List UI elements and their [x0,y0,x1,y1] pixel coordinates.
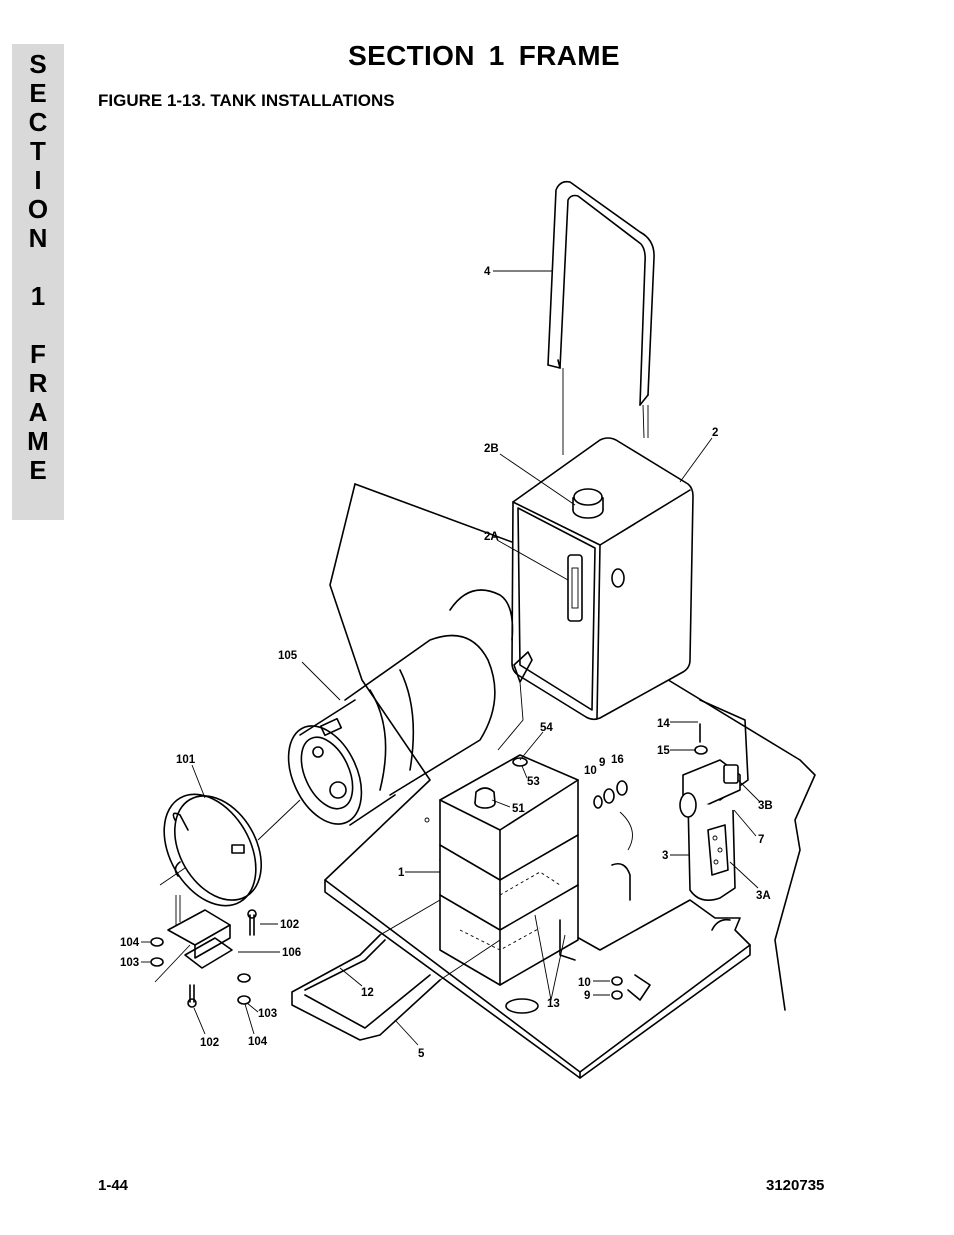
callout-3: 3 [662,850,668,862]
callout-2b: 2B [484,443,499,455]
tank-strap [547,180,655,455]
callout-12: 12 [361,987,374,999]
callout-54: 54 [540,722,553,734]
callout-53: 53 [527,776,540,788]
callout-9-lower: 9 [584,990,590,1002]
callout-106: 106 [282,947,301,959]
side-tab-letter: C [28,107,48,137]
callout-16: 16 [611,754,624,766]
clamp-band [159,793,301,907]
side-tab-letter: A [28,397,48,427]
callout-104-lower: 104 [248,1036,268,1048]
leader-lines [141,270,761,1046]
section-side-tab: S E C T I O N 1 F R A M E [12,44,64,520]
callout-5: 5 [418,1048,425,1060]
filter-assembly [679,699,749,901]
reservoir-tank [439,754,579,986]
document-number: 3120735 [766,1177,825,1194]
callout-7: 7 [758,834,764,846]
callout-2a: 2A [484,531,499,543]
side-tab-letter: O [27,194,49,224]
hydraulic-tank [497,437,694,751]
figure-caption: FIGURE 1-13. TANK INSTALLATIONS [98,91,395,110]
side-tab-letter: N [28,223,48,253]
frame-base-plate [324,483,816,1079]
side-tab-letter: R [28,368,48,398]
side-tab-letter: E [29,455,47,485]
page-number: 1-44 [98,1177,129,1194]
callout-102-upper: 102 [280,919,299,931]
side-tab-letter: S [29,49,47,79]
callout-51: 51 [512,803,525,815]
hardware-fasteners [150,909,257,1008]
callout-2: 2 [712,427,718,439]
callout-10-lower: 10 [578,977,591,989]
callout-103-lower: 103 [258,1008,277,1020]
page-title: SECTION 1 FRAME [348,40,620,71]
side-tab-letter: T [30,136,46,166]
callout-13: 13 [547,998,560,1010]
callout-1: 1 [398,867,405,879]
motor-pump [287,589,514,826]
callout-103-left: 103 [120,957,139,969]
lower-straps [291,899,651,1041]
side-tab-letter: E [29,78,47,108]
mount-bracket [154,895,280,983]
callout-3b: 3B [758,800,773,812]
side-tab-letter: 1 [30,281,46,311]
side-tab-letter: M [27,426,49,456]
callout-3a: 3A [756,890,771,902]
callout-15: 15 [657,745,670,757]
callout-105: 105 [278,650,298,662]
side-tab-letter: F [30,339,46,369]
washers [593,780,633,1000]
callout-4: 4 [484,266,491,278]
callout-104-left: 104 [120,937,140,949]
callout-102-lower: 102 [200,1037,219,1049]
side-tab-letter: I [34,165,42,195]
callout-9-upper: 9 [599,757,605,769]
callout-14: 14 [657,718,670,730]
callout-101: 101 [176,754,196,766]
callout-10-upper: 10 [584,765,597,777]
